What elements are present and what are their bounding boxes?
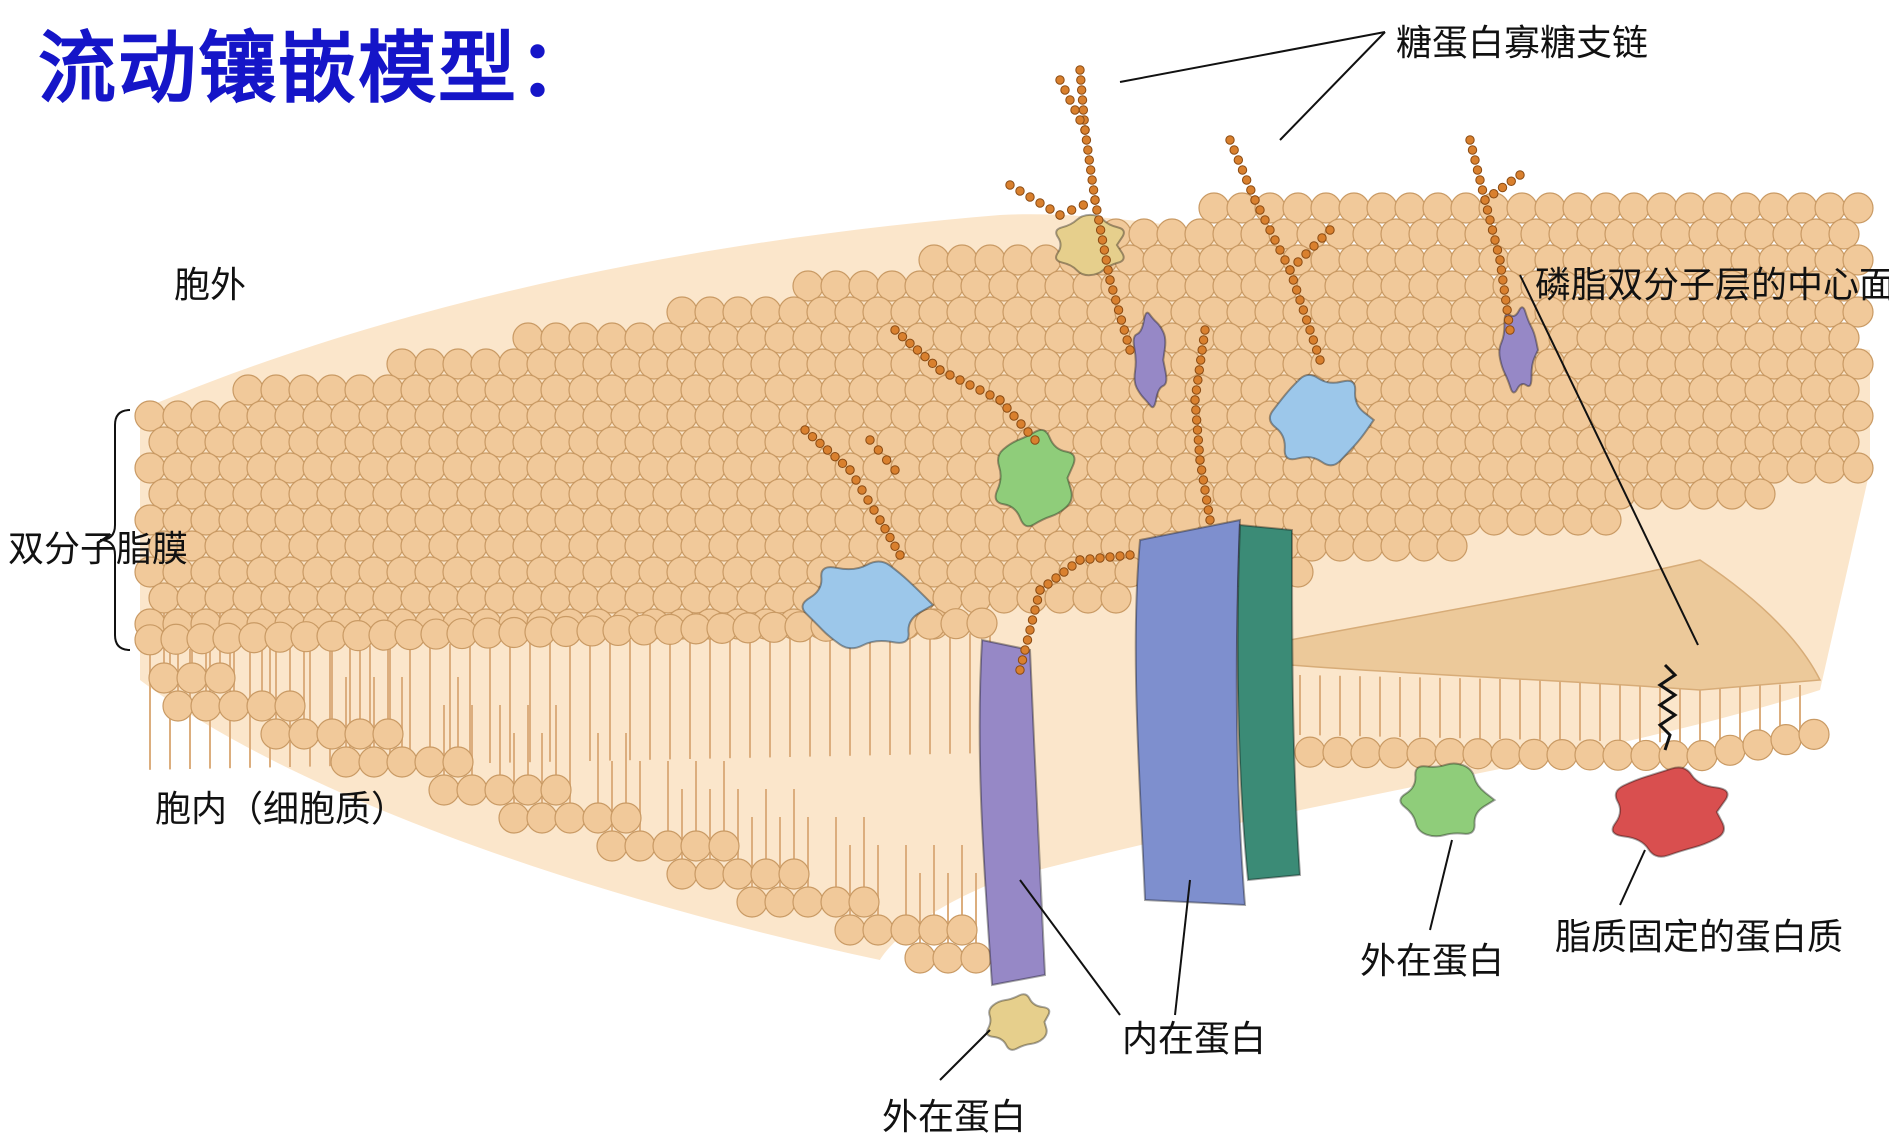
label-bilayer: 双分子脂膜 <box>8 520 188 572</box>
label-intracellular: 胞内（细胞质） <box>155 780 407 832</box>
lipid-anchored-protein-red <box>1613 767 1728 856</box>
leader-line <box>1620 850 1645 905</box>
integral-protein-slate <box>1136 520 1245 905</box>
peripheral-protein-tan <box>987 994 1050 1050</box>
leader-line <box>940 1030 990 1080</box>
label-integral-protein: 内在蛋白 <box>1122 1010 1266 1062</box>
leader-line <box>1430 840 1452 930</box>
label-extracellular: 胞外 <box>174 256 246 308</box>
page-title: 流动镶嵌模型： <box>38 6 598 118</box>
leader-line <box>1120 32 1385 82</box>
sugar-chain-a2 <box>1056 76 1089 134</box>
label-bilayer-center: 磷脂双分子层的中心面 <box>1535 256 1889 308</box>
sugar-chain-a3 <box>1006 181 1099 219</box>
label-peripheral-protein-right: 外在蛋白 <box>1360 932 1504 984</box>
peripheral-protein-green <box>1400 763 1494 836</box>
label-glycoprotein-chain: 糖蛋白寡糖支链 <box>1396 14 1648 66</box>
label-lipid-anchored-protein: 脂质固定的蛋白质 <box>1555 908 1843 960</box>
label-peripheral-protein-bottom: 外在蛋白 <box>882 1088 1026 1140</box>
integral-protein-teal <box>1238 525 1300 880</box>
